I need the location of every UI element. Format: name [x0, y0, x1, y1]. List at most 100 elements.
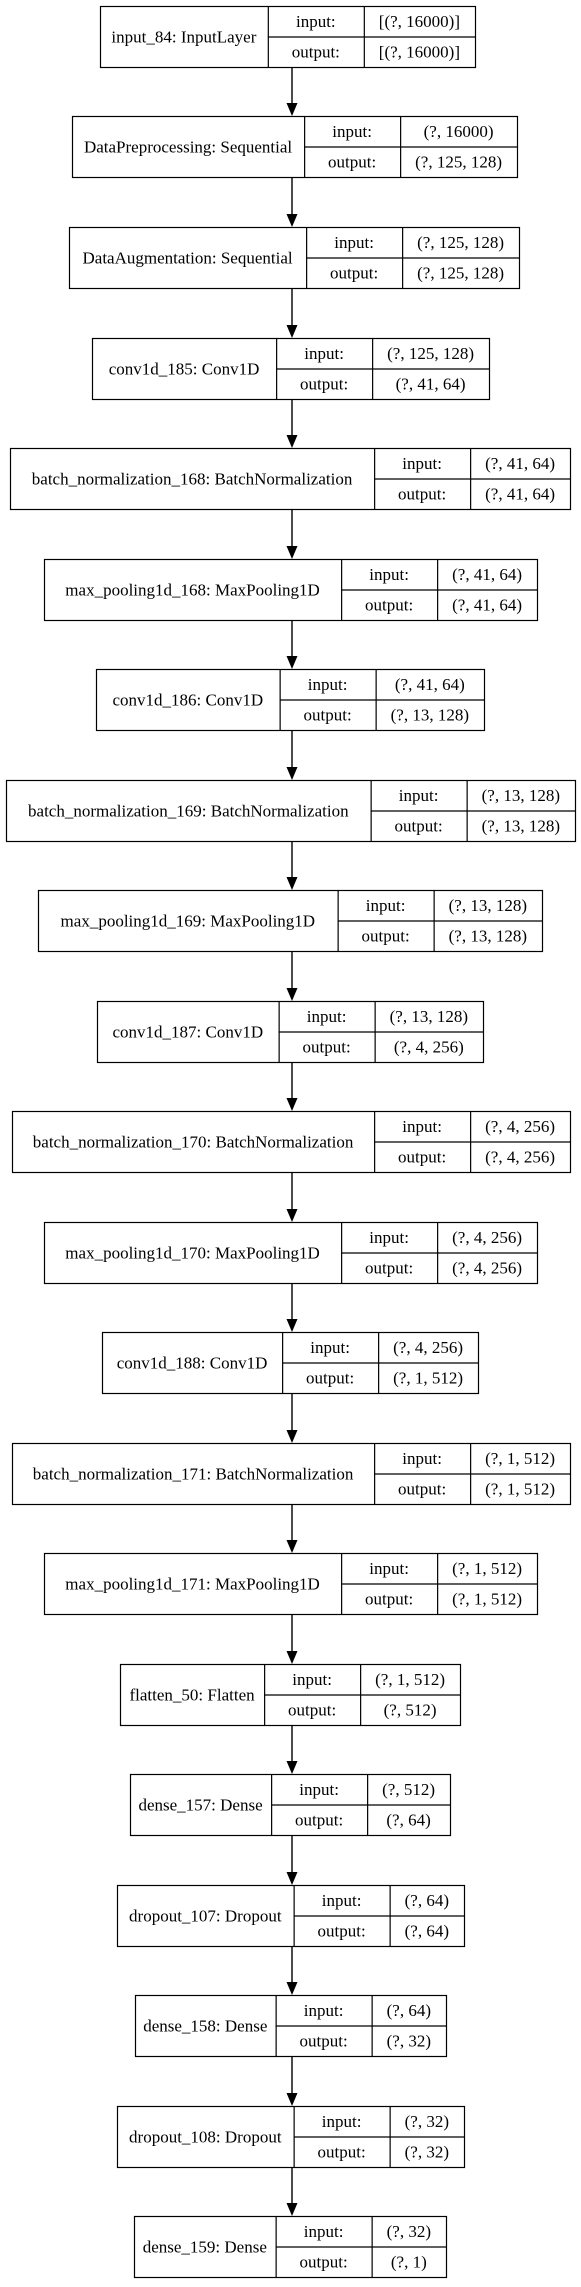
arrowhead: [286, 2203, 298, 2216]
output-shape: (?, 1, 512): [485, 1479, 555, 1498]
input-port-label: input:: [402, 1117, 442, 1136]
input-shape: (?, 1, 512): [485, 1449, 555, 1468]
output-shape: (?, 125, 128): [415, 152, 502, 171]
input-port-label: input:: [399, 786, 439, 805]
input-port-label: input:: [402, 1449, 442, 1468]
output-port-label: output:: [328, 152, 376, 171]
output-shape: (?, 4, 256): [485, 1147, 555, 1166]
input-shape: (?, 512): [382, 1780, 435, 1799]
layer-name: conv1d_185: Conv1D: [109, 360, 260, 379]
layer-node-batch-normalization-171: batch_normalization_171: BatchNormalizat…: [11, 1442, 572, 1506]
layer-node-max-pooling1d-168: max_pooling1d_168: MaxPooling1Dinput:(?,…: [43, 558, 539, 622]
input-port-label: input:: [299, 1780, 339, 1799]
layer-name: dense_158: Dense: [143, 2017, 267, 2036]
layer-name: batch_normalization_169: BatchNormalizat…: [28, 802, 349, 821]
edges: [286, 68, 298, 2216]
output-port-label: output:: [365, 1589, 413, 1608]
layer-node-max-pooling1d-170: max_pooling1d_170: MaxPooling1Dinput:(?,…: [43, 1221, 539, 1285]
output-shape: [(?, 16000)]: [379, 42, 460, 61]
output-port-label: output:: [300, 2252, 348, 2271]
layer-node-conv1d-188: conv1d_188: Conv1D input: (?, 4, 256) outpu…: [101, 1331, 480, 1395]
layer-name: dense_157: Dense: [138, 1796, 262, 1815]
input-shape: (?, 13, 128): [449, 896, 527, 915]
input-port-label: input:: [292, 1670, 332, 1689]
output-shape: (?, 13, 128): [391, 705, 469, 724]
layer-name: conv1d_188: Conv1D: [117, 1354, 268, 1373]
output-port-label: output:: [303, 1037, 351, 1056]
output-port-label: output:: [295, 1810, 343, 1829]
output-port-label: output:: [330, 263, 378, 282]
arrowhead: [286, 1430, 298, 1443]
layer-node-dense-158: dense_158: Dense input: (?, 64) output: (?, …: [134, 1994, 448, 2058]
input-port-label: input:: [369, 1228, 409, 1247]
layer-node-flatten-50: flatten_50: Flatten input: (?, 1, 512) outp…: [119, 1663, 462, 1727]
arrowhead: [286, 546, 298, 559]
arrowhead: [286, 656, 298, 669]
input-port-label: input:: [334, 233, 374, 252]
layer-name: batch_normalization_170: BatchNormalizat…: [33, 1133, 354, 1152]
input-shape: (?, 4, 256): [485, 1117, 555, 1136]
output-shape: (?, 32): [405, 2142, 449, 2161]
output-shape: (?, 1, 512): [393, 1368, 463, 1387]
output-shape: (?, 4, 256): [394, 1037, 464, 1056]
layer-name: max_pooling1d_171: MaxPooling1D: [65, 1575, 320, 1594]
input-port-label: input:: [304, 2001, 344, 2020]
arrowhead: [286, 1209, 298, 1222]
output-port-label: output:: [398, 1147, 446, 1166]
arrowhead: [286, 1319, 298, 1332]
layer-node-batch-normalization-168: batch_normalization_168: BatchNormalizat…: [9, 447, 572, 511]
input-shape: (?, 1, 512): [375, 1670, 445, 1689]
input-port-label: input:: [310, 1338, 350, 1357]
layer-name: dense_159: Dense: [143, 2238, 267, 2257]
output-port-label: output:: [300, 374, 348, 393]
layer-node-max-pooling1d-169: max_pooling1d_169: MaxPooling1Dinput:(?,…: [37, 889, 544, 953]
input-port-label: input:: [296, 12, 336, 31]
input-port-label: input:: [308, 675, 348, 694]
output-shape: (?, 13, 128): [449, 926, 527, 945]
input-port-label: input:: [369, 565, 409, 584]
output-port-label: output:: [398, 1479, 446, 1498]
layer-name: DataAugmentation: Sequential: [83, 249, 293, 268]
arrowhead: [286, 1872, 298, 1885]
output-port-label: output:: [318, 2142, 366, 2161]
layer-node-max-pooling1d-171: max_pooling1d_171: MaxPooling1Dinput:(?,…: [43, 1552, 539, 1616]
output-shape: (?, 512): [384, 1700, 437, 1719]
input-port-label: input:: [332, 122, 372, 141]
input-shape: (?, 64): [405, 1891, 449, 1910]
input-port-label: input:: [322, 1891, 362, 1910]
output-shape: (?, 41, 64): [396, 374, 466, 393]
arrowhead: [286, 988, 298, 1001]
output-shape: (?, 32): [387, 2031, 431, 2050]
output-port-label: output:: [306, 1368, 354, 1387]
arrowhead: [286, 1540, 298, 1553]
input-shape: (?, 64): [387, 2001, 431, 2020]
output-port-label: output:: [288, 1700, 336, 1719]
output-shape: (?, 41, 64): [485, 484, 555, 503]
input-shape: (?, 16000): [424, 122, 494, 141]
input-port-label: input:: [402, 454, 442, 473]
layer-name: batch_normalization_168: BatchNormalizat…: [32, 470, 353, 489]
output-port-label: output:: [300, 2031, 348, 2050]
input-shape: (?, 13, 128): [482, 786, 560, 805]
input-shape: (?, 41, 64): [395, 675, 465, 694]
arrowhead: [286, 1761, 298, 1774]
layer-name: flatten_50: Flatten: [130, 1686, 256, 1705]
output-port-label: output:: [292, 42, 340, 61]
output-port-label: output:: [398, 484, 446, 503]
output-port-label: output:: [395, 816, 443, 835]
arrowhead: [286, 767, 298, 780]
input-shape: (?, 1, 512): [452, 1559, 522, 1578]
output-shape: (?, 4, 256): [452, 1258, 522, 1277]
input-shape: (?, 4, 256): [393, 1338, 463, 1357]
layer-name: DataPreprocessing: Sequential: [84, 138, 292, 157]
arrowhead: [286, 1098, 298, 1111]
input-shape: (?, 41, 64): [485, 454, 555, 473]
